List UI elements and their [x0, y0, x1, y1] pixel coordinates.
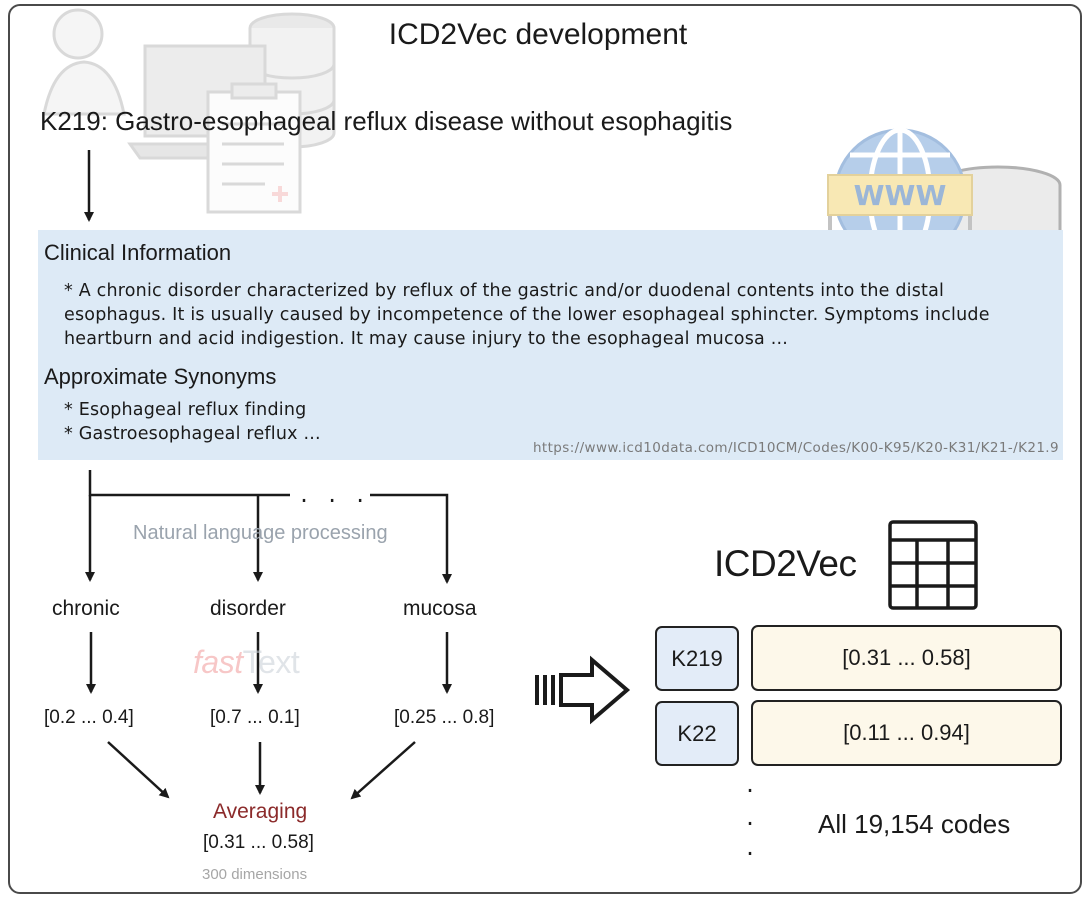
synonym-item: * Esophageal reflux finding — [64, 400, 307, 420]
globe-www-icon: WWW — [827, 127, 973, 263]
clinical-info-text: * A chronic disorder characterized by re… — [64, 279, 990, 351]
clinical-info-heading: Clinical Information — [44, 240, 232, 265]
averaged-vector: [0.31 ... 0.58] — [203, 832, 314, 853]
synonym-item: * Gastroesophageal reflux ... — [64, 424, 321, 444]
word-token: disorder — [210, 597, 286, 620]
clipboard-icon — [206, 82, 302, 214]
source-url: https://www.icd10data.com/ICD10CM/Codes/… — [532, 440, 1059, 456]
arrow-to-mucosa — [370, 493, 452, 584]
fasttext-logo-part2: Text — [242, 644, 300, 680]
ellipsis: . . . — [298, 483, 369, 507]
word-token: mucosa — [403, 597, 477, 620]
icd-code-heading: K219: Gastro-esophageal reflux disease w… — [40, 106, 733, 136]
vertical-dot: . — [744, 806, 757, 830]
word-vector: [0.7 ... 0.1] — [210, 707, 300, 728]
word-token: chronic — [52, 597, 120, 620]
synonyms-heading: Approximate Synonyms — [44, 364, 277, 389]
word-vector: [0.25 ... 0.8] — [394, 707, 495, 728]
connector-left — [88, 470, 290, 497]
vertical-dot: . — [744, 773, 757, 797]
vertical-dot: . — [744, 836, 757, 860]
database-icon — [248, 12, 336, 149]
clinical-line: heartburn and acid indigestion. It may c… — [64, 329, 788, 349]
diagram-frame — [8, 4, 1082, 894]
synonyms-list: * Esophageal reflux finding * Gastroesop… — [64, 398, 321, 446]
fasttext-logo-part1: fast — [193, 644, 243, 680]
nlp-label: Natural language processing — [133, 522, 388, 544]
clinical-line: * A chronic disorder characterized by re… — [64, 281, 945, 301]
vector-cell: [0.31 ... 0.58] — [751, 625, 1062, 691]
diagram-title: ICD2Vec development — [388, 18, 688, 51]
code-cell: K22 — [655, 701, 739, 766]
word-vector: [0.2 ... 0.4] — [44, 707, 134, 728]
background-illustration — [42, 8, 336, 214]
fasttext-logo: fastText — [193, 644, 300, 681]
hollow-arrow-icon — [535, 655, 631, 725]
arrow-left-to-average — [107, 741, 170, 799]
averaging-label: Averaging — [213, 800, 308, 823]
vector-cell: [0.11 ... 0.94] — [751, 700, 1062, 766]
code-cell: K219 — [655, 626, 739, 691]
laptop-icon — [127, 44, 283, 160]
all-codes-label: All 19,154 codes — [818, 809, 1011, 839]
patient-icon — [42, 8, 126, 116]
table-grid-icon — [888, 520, 978, 610]
clinical-info-panel — [38, 230, 1063, 460]
svg-text:WWW: WWW — [854, 179, 947, 212]
clinical-line: esophagus. It is usually caused by incom… — [64, 305, 990, 325]
dimensions-note: 300 dimensions — [202, 866, 308, 883]
arrow-right-to-average — [350, 741, 416, 800]
icd2vec-label: ICD2Vec — [714, 543, 857, 584]
